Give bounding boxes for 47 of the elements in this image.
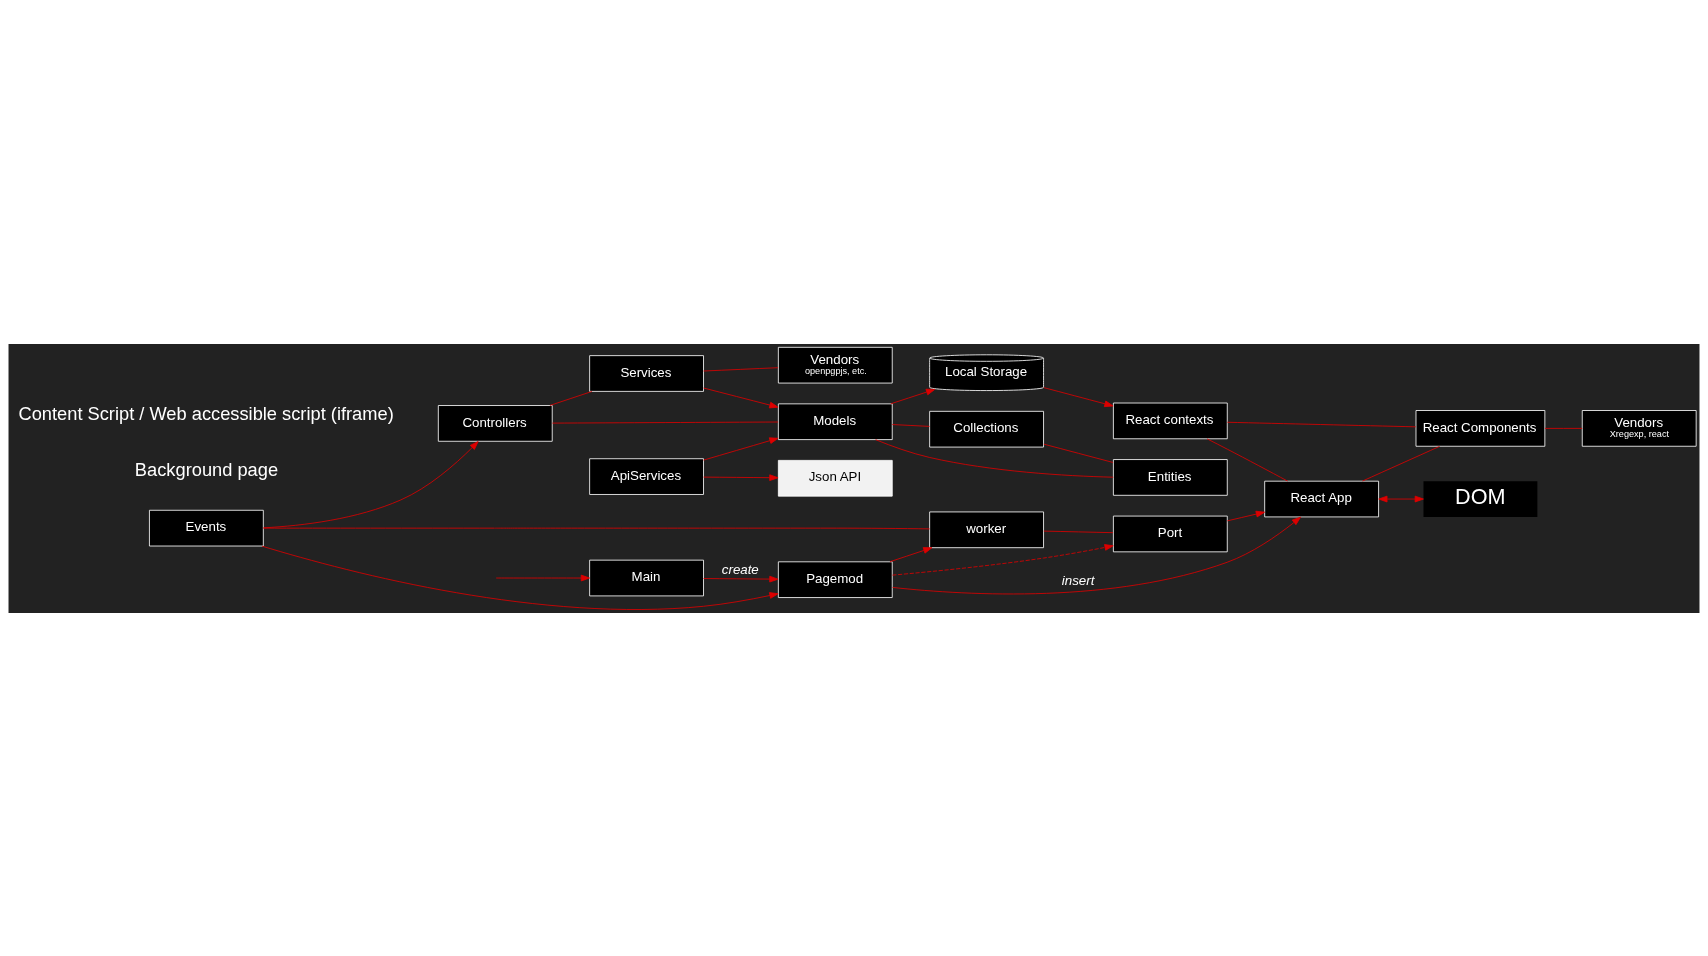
connector [891, 423, 930, 427]
connector [703, 366, 779, 371]
node-box: Entities [1112, 458, 1228, 496]
connector [549, 390, 593, 406]
edge-label: create [721, 561, 759, 577]
arrow [890, 388, 936, 404]
arrow [889, 546, 933, 562]
node-box: Json API [777, 459, 893, 497]
connector [875, 438, 1114, 478]
node-box: Pagemod [777, 560, 893, 598]
arrow [703, 436, 779, 461]
arrow [261, 545, 779, 610]
arrow [1226, 510, 1265, 521]
node-box: Controllers [437, 404, 553, 442]
node-box: worker [929, 511, 1044, 548]
arrow [495, 574, 590, 581]
connector [1226, 421, 1417, 427]
node-box: Main [589, 559, 704, 596]
connector [1043, 530, 1114, 533]
node-box: React contexts [1112, 402, 1228, 439]
node-box: Services [589, 354, 704, 392]
node-box: React App [1264, 480, 1379, 517]
node-box: Vendors openpgpjs, etc. [777, 346, 893, 383]
connector [551, 421, 779, 424]
connector [1544, 427, 1583, 429]
arrow [703, 473, 779, 481]
node-box: Events [149, 509, 264, 546]
node-box: Models [777, 402, 893, 440]
connector [1206, 437, 1288, 481]
connector [1362, 445, 1441, 481]
node-box: ApiServices [589, 457, 704, 495]
arrow [892, 516, 1301, 594]
arrow [703, 387, 779, 408]
arrow [892, 543, 1114, 576]
connector [262, 527, 931, 529]
arrow [1043, 386, 1114, 407]
connector [1043, 443, 1114, 463]
node-box: DOM [1423, 480, 1538, 517]
arrow [703, 575, 779, 582]
arrow [1378, 495, 1424, 502]
node-box: Port [1112, 515, 1228, 552]
label: Background page [134, 458, 279, 480]
edge-label: insert [1061, 572, 1095, 588]
label: Content Script / Web accessible script (iframe) [18, 402, 394, 424]
node-box: React Components [1415, 409, 1546, 447]
node-box: Collections [929, 410, 1044, 447]
node-box: Vendors Xregexp, react [1581, 409, 1697, 447]
